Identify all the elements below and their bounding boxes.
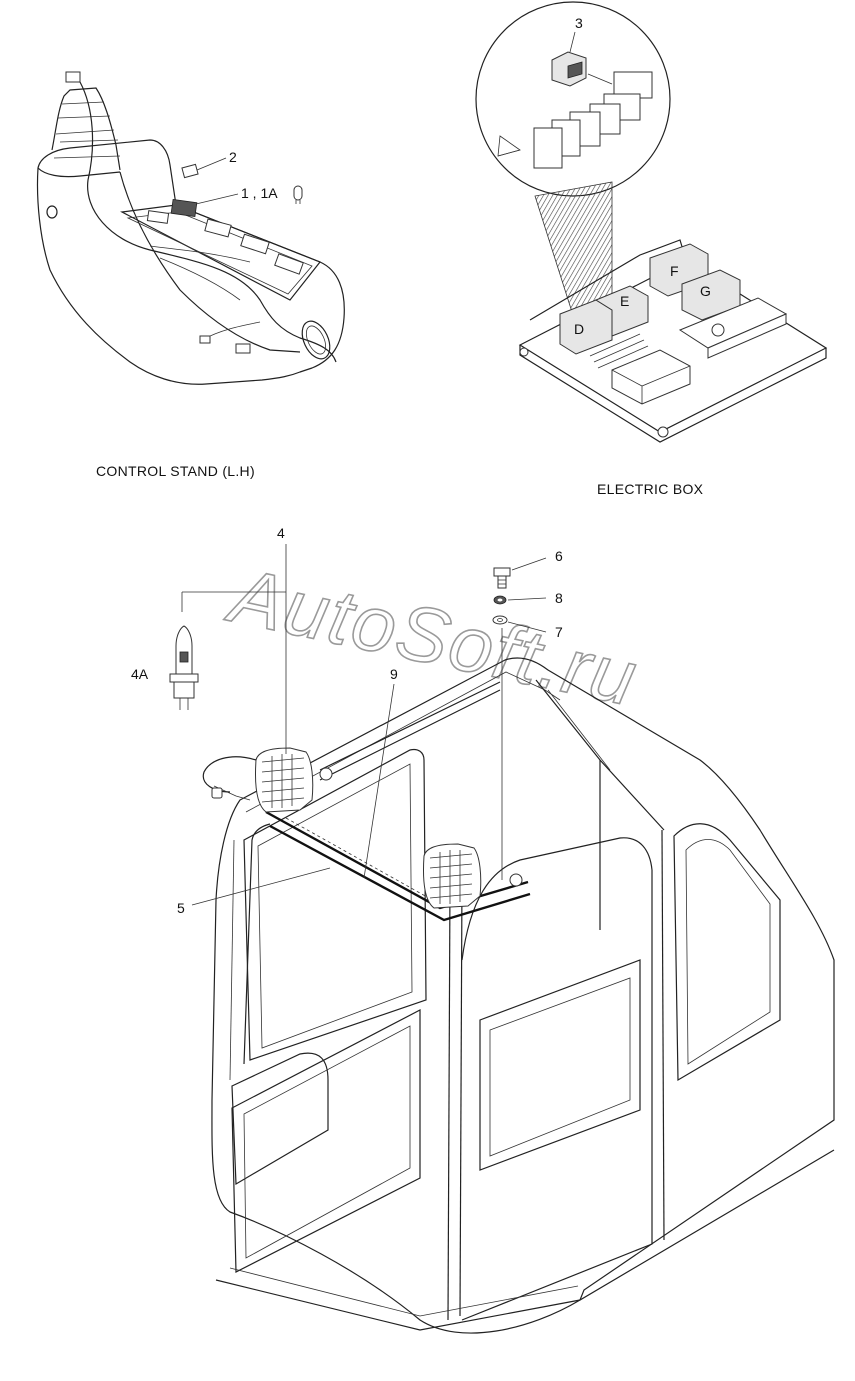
callout-label-5: 5 — [177, 900, 185, 916]
bolt-icon — [493, 567, 511, 589]
lock-washer-icon — [493, 595, 507, 605]
callout-4: 4 — [181, 525, 287, 754]
watermark-text: AutoSoft.ru — [220, 550, 645, 723]
callout-6: 6 — [511, 548, 563, 571]
callout-2: 2 — [181, 149, 237, 179]
callout-label-4: 4 — [277, 525, 285, 541]
electric-box-detail: 3 — [475, 1, 671, 319]
callout-5: 5 — [177, 867, 331, 916]
callout-label-3: 3 — [575, 15, 583, 31]
callout-label-6: 6 — [555, 548, 563, 564]
halogen-bulb-icon — [169, 625, 199, 710]
callout-label-1: 1 , 1A — [241, 185, 278, 201]
callout-label-7: 7 — [555, 624, 563, 640]
bulb-icon — [293, 185, 303, 204]
relay-letter-d: D — [574, 321, 584, 337]
lamp-bracket-assembly — [202, 681, 531, 922]
relay-icon — [551, 51, 587, 87]
cab-drawing — [211, 657, 835, 1334]
callout-1-1a: 1 , 1A — [195, 185, 303, 205]
work-lamp-icon — [255, 747, 333, 813]
relay-letter-g: G — [700, 283, 711, 299]
control-stand-caption: CONTROL STAND (L.H) — [96, 463, 255, 479]
callout-label-8: 8 — [555, 590, 563, 606]
callout-label-9: 9 — [390, 666, 398, 682]
callout-9: 9 — [363, 666, 398, 879]
work-lamp-icon — [423, 843, 523, 909]
electric-box-drawing: D E F G — [518, 239, 828, 443]
relay-letter-e: E — [620, 293, 629, 309]
callout-7: 7 — [507, 621, 563, 640]
callout-8: 8 — [507, 590, 563, 606]
control-stand-drawing — [36, 71, 345, 385]
relay-letter-f: F — [670, 263, 679, 279]
electric-box-caption: ELECTRIC BOX — [597, 481, 704, 497]
washer-icon — [492, 615, 508, 625]
callout-label-4a: 4A — [131, 666, 149, 682]
callout-label-2: 2 — [229, 149, 237, 165]
